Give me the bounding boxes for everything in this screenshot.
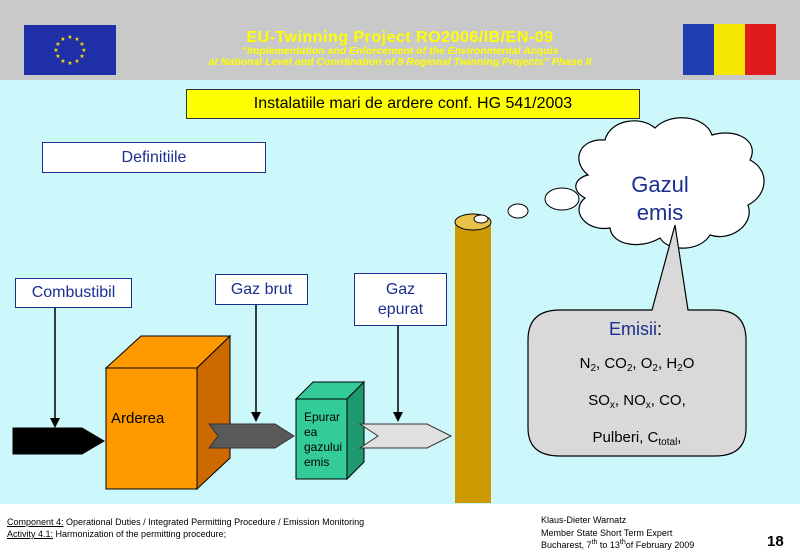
emissions-callout (527, 224, 747, 457)
date-sup: th (591, 539, 598, 546)
svg-text:★: ★ (60, 58, 65, 65)
gaz-epurat-line2: epurat (377, 300, 424, 318)
emission-text: , H (657, 355, 678, 372)
flag-stripe-red (745, 24, 776, 75)
svg-text:★: ★ (53, 47, 58, 54)
clean-gas-arrow (358, 423, 453, 449)
cloud-label: Gazul emis (610, 171, 710, 227)
date-part: of February 2009 (625, 540, 695, 550)
footer-right: Klaus-Dieter Warnatz Member State Short … (541, 514, 694, 552)
romania-flag (683, 24, 776, 75)
date-sup: th (619, 539, 626, 546)
epurare-line1: Epurar (304, 410, 341, 424)
svg-text:★: ★ (81, 47, 86, 54)
expert-role: Member State Short Term Expert (541, 527, 673, 538)
svg-text:★: ★ (67, 60, 72, 67)
epurare-label: Epurar ea gazului emis (304, 410, 342, 470)
chimney (455, 222, 491, 503)
component-label: Component 4: (7, 517, 64, 527)
emissions-row2: SOx, NOx, CO, (528, 392, 746, 411)
emission-sub: total (658, 437, 678, 448)
emission-text: , CO (596, 355, 627, 372)
input-arrow (12, 427, 105, 455)
slide-title: Instalatiile mari de ardere conf. HG 541… (186, 89, 640, 119)
emission-sub: 2 (677, 363, 683, 374)
date-part: Bucharest, 7 (541, 540, 592, 550)
cloud-bubble-medium (507, 203, 529, 219)
date-part: to 13 (597, 540, 620, 550)
svg-text:★: ★ (55, 53, 60, 60)
combustibil-label: Combustibil (15, 278, 132, 308)
emission-sub: 2 (626, 363, 633, 374)
expert-name: Klaus-Dieter Warnatz (541, 515, 627, 525)
emissions-title: Emisii: (609, 319, 662, 340)
raw-gas-arrow (208, 423, 295, 449)
flag-stripe-blue (683, 24, 714, 75)
svg-text:★: ★ (60, 36, 65, 43)
emission-text: , NO (614, 392, 646, 409)
project-subtitle-line1: “Implementation and Enforcement of the E… (241, 45, 559, 57)
arderea-box-front (105, 367, 198, 490)
footer-activity: Activity 4.1: Harmonization of the permi… (7, 528, 364, 540)
emissions-title-text: Emisii (609, 319, 657, 339)
svg-text:★: ★ (74, 58, 79, 65)
svg-text:★: ★ (79, 41, 84, 48)
component-text: Operational Duties / Integrated Permitti… (63, 517, 365, 527)
emission-text: N (579, 355, 591, 372)
project-subtitle-line2: at National Level and Coordination of 8 … (208, 56, 592, 68)
footer-date: Bucharest, 7th to 13thof February 2009 (541, 539, 694, 552)
gaz-epurat-line1: Gaz (385, 280, 416, 298)
cloud-line2: emis (636, 200, 684, 225)
epurare-box-side (346, 380, 365, 481)
emission-text: O (682, 355, 695, 372)
epurare-line3: gazului (304, 440, 343, 454)
emission-sub: 2 (652, 363, 658, 374)
cloud-shape (575, 117, 765, 249)
svg-text:★: ★ (67, 34, 72, 41)
flag-stripe-yellow (714, 24, 745, 75)
arderea-label: Arderea (111, 410, 165, 427)
footer-component: Component 4: Operational Duties / Integr… (7, 516, 364, 528)
eu-flag: ★★★ ★★★ ★★★ ★★★ (24, 25, 116, 75)
emission-text: , O (632, 355, 653, 372)
gaz-epurat-label: Gaz epurat (354, 273, 447, 326)
project-title: EU-Twinning Project RO2006/IB/EN-09 (246, 29, 554, 46)
definitions-label: Definitiile (42, 142, 266, 173)
emission-text: SO (588, 392, 610, 409)
project-subtitle: “Implementation and Enforcement of the E… (130, 46, 670, 68)
activity-text: Harmonization of the permitting procedur… (53, 529, 227, 539)
cloud-bubble-large (544, 187, 580, 211)
svg-text:★: ★ (79, 53, 84, 60)
epurare-line4: emis (304, 455, 330, 469)
svg-text:★: ★ (55, 41, 60, 48)
emissions-row1: N2, CO2, O2, H2O (528, 355, 746, 374)
gaz-brut-label: Gaz brut (215, 274, 308, 305)
eu-stars-icon: ★★★ ★★★ ★★★ ★★★ (53, 34, 86, 67)
epurare-line2: ea (304, 425, 318, 439)
emission-text: Pulberi, C (592, 429, 659, 446)
cloud-bubble-small (473, 214, 489, 224)
emissions-row3: Pulberi, Ctotal, (528, 429, 746, 448)
emission-sub: x (645, 400, 651, 411)
emission-text: , (677, 429, 682, 446)
emissions-title-colon: : (657, 319, 663, 339)
page-number: 18 (767, 533, 784, 550)
footer-left: Component 4: Operational Duties / Integr… (7, 516, 364, 540)
emission-sub: 2 (590, 363, 596, 374)
cloud-line1: Gazul (631, 172, 689, 197)
svg-text:★: ★ (74, 36, 79, 43)
header-bar: ★★★ ★★★ ★★★ ★★★ EU-Twinning Project RO20… (0, 0, 800, 80)
activity-label: Activity 4.1: (7, 529, 54, 539)
emission-text: , CO, (650, 392, 686, 409)
emission-sub: x (609, 400, 615, 411)
epurare-box-front (295, 398, 348, 480)
